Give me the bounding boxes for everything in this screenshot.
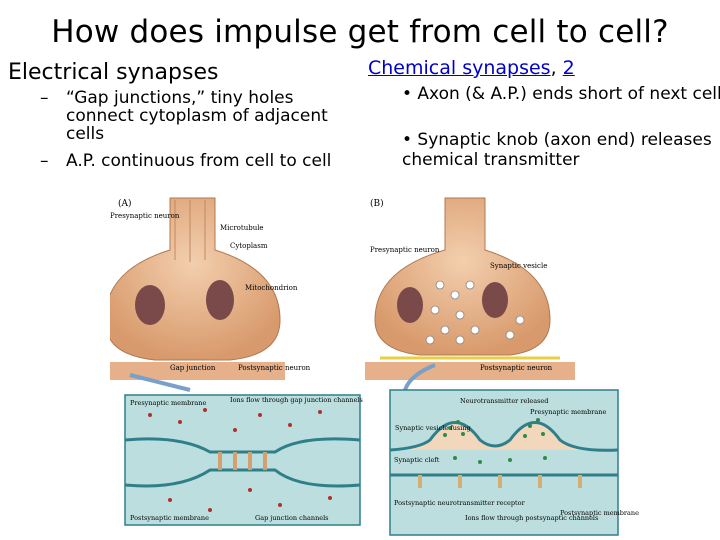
label-presynaptic-b: Presynaptic neuron (370, 246, 440, 254)
left-bullet-ap-continuous: – A.P. continuous from cell to cell (40, 151, 376, 171)
link-2[interactable]: 2 (562, 57, 575, 79)
presynaptic-terminal-a (110, 197, 281, 361)
post-membrane-line-a (124, 468, 361, 488)
label-pre-membrane-b: Presynaptic membrane (530, 408, 606, 416)
postsynaptic-cell-a (110, 362, 285, 380)
label-gap-junction: Gap junction (170, 364, 216, 372)
bullet-dash: – (40, 88, 49, 108)
label-synaptic-cleft: Synaptic cleft (394, 456, 440, 464)
mitochondrion-b2 (482, 282, 508, 318)
label-post-membrane-a: Postsynaptic membrane (130, 514, 209, 522)
mitochondrion-b1 (397, 287, 423, 323)
label-vesicle-fusing: Synaptic vesicle fusing (395, 424, 471, 432)
label-post-membrane-b: Postsynaptic membrane (560, 509, 639, 517)
right-bullet-axon-ends: • Axon (& A.P.) ends short of next cell, (402, 84, 720, 104)
zoom-arrow-a (129, 373, 191, 392)
mitochondrion-a1 (135, 285, 165, 325)
label-synaptic-vesicle: Synaptic vesicle (490, 262, 547, 270)
gap-junction-closeup (124, 394, 361, 526)
label-microtubule: Microtubule (220, 224, 264, 232)
label-nt-released: Neurotransmitter released (460, 397, 548, 405)
panel-a: (A) Presynaptic neuron Microtubule Cytop… (110, 197, 363, 526)
left-bullet-gap-junctions: – “Gap junctions,” tiny holes connect cy… (40, 88, 366, 144)
label-gap-channels: Gap junction channels (255, 514, 329, 522)
right-bullet-synaptic-knob: • Synaptic knob (axon end) releases chem… (402, 130, 712, 170)
label-receptor: Postsynaptic neurotransmitter receptor (394, 499, 526, 507)
slide-title: How does impulse get from cell to cell? (51, 14, 669, 50)
electrical-synapses-heading: Electrical synapses (8, 60, 219, 85)
bullet-text: “Gap junctions,” tiny holes connect cyto… (66, 88, 328, 144)
bullet-text: A.P. continuous from cell to cell (66, 151, 332, 171)
panel-b-tag: (B) (370, 198, 384, 209)
chemical-synapses-heading: Chemical synapses, 2 (368, 57, 575, 79)
label-ions-flow-b: Ions flow through postsynaptic channels (465, 514, 598, 522)
label-presynaptic-a: Presynaptic neuron (110, 212, 180, 220)
presynaptic-terminal-b (374, 197, 551, 356)
label-pre-membrane-a: Presynaptic membrane (130, 399, 206, 407)
pre-membrane-line-a (124, 437, 361, 454)
chemical-synapse-closeup (389, 389, 619, 536)
chemical-synapses-link[interactable]: Chemical synapses (368, 57, 551, 79)
label-ions-flow-a: Ions flow through gap junction channels (230, 396, 363, 404)
mitochondrion-a2 (206, 280, 234, 320)
label-cytoplasm: Cytoplasm (230, 242, 268, 250)
heading-separator: , (550, 57, 563, 79)
zoom-arrow-b (403, 363, 436, 391)
label-postsynaptic-a: Postsynaptic neuron (238, 364, 311, 372)
panel-a-tag: (A) (118, 198, 132, 209)
panel-b: (B) Presynaptic neuron Synaptic vesicle … (365, 197, 639, 536)
label-postsynaptic-b: Postsynaptic neuron (480, 364, 553, 372)
pre-membrane-line-b (389, 421, 619, 452)
label-mitochondrion: Mitochondrion (245, 284, 298, 292)
bullet-dash: – (40, 151, 49, 171)
synapse-figure: (A) Presynaptic neuron Microtubule Cytop… (110, 197, 639, 536)
